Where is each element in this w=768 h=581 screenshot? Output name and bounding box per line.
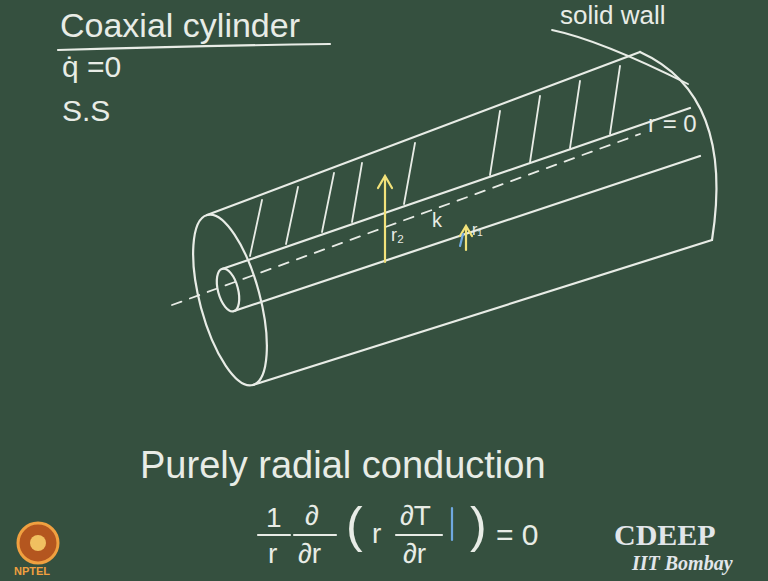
callout-label: solid wall	[560, 2, 666, 28]
dimension-label: r₂	[391, 226, 404, 244]
note: Purely radial conduction	[140, 446, 546, 484]
axis-label: r = 0	[648, 112, 697, 136]
inner-bottom-edge	[234, 156, 700, 311]
equation-term: r	[268, 540, 277, 568]
watermark: CDEEP	[614, 520, 716, 550]
axis-line	[172, 134, 640, 305]
equation-term: = 0	[496, 520, 539, 550]
outer-bottom-edge	[253, 240, 712, 385]
blue-mark	[451, 508, 453, 540]
watermark: IIT Bombay	[632, 553, 733, 573]
nptel-logo	[18, 523, 58, 563]
equation-term: ∂	[305, 502, 319, 530]
dimension-label: r₁	[472, 222, 483, 238]
equation-bracket: )	[470, 500, 487, 550]
inner-end-ellipse	[213, 266, 244, 314]
note: S.S	[62, 96, 110, 126]
wall-hatching	[250, 66, 620, 256]
fraction-bar	[396, 534, 442, 536]
radius-arrow	[384, 178, 386, 262]
equation-term: 1	[266, 504, 282, 532]
heading: Coaxial cylinder	[60, 8, 300, 42]
leader-line	[552, 30, 688, 84]
equation-bracket: (	[346, 500, 363, 550]
equation-term: ∂r	[403, 540, 426, 568]
radius-arrow	[465, 228, 467, 250]
arrow-head	[378, 176, 392, 188]
equation-term: ∂T	[400, 502, 431, 530]
material-label: k	[432, 210, 442, 230]
watermark: NPTEL	[14, 566, 50, 577]
fraction-bar	[258, 534, 290, 536]
note: q̇ =0	[62, 52, 121, 82]
blue-mark	[460, 234, 463, 246]
title-underline	[58, 44, 330, 50]
equation-term: r	[372, 520, 381, 548]
equation-term: ∂r	[298, 540, 321, 568]
fraction-bar	[294, 534, 336, 536]
outer-far-end	[640, 52, 716, 240]
inner-top-edge	[222, 108, 690, 269]
outer-top-edge	[207, 52, 640, 215]
